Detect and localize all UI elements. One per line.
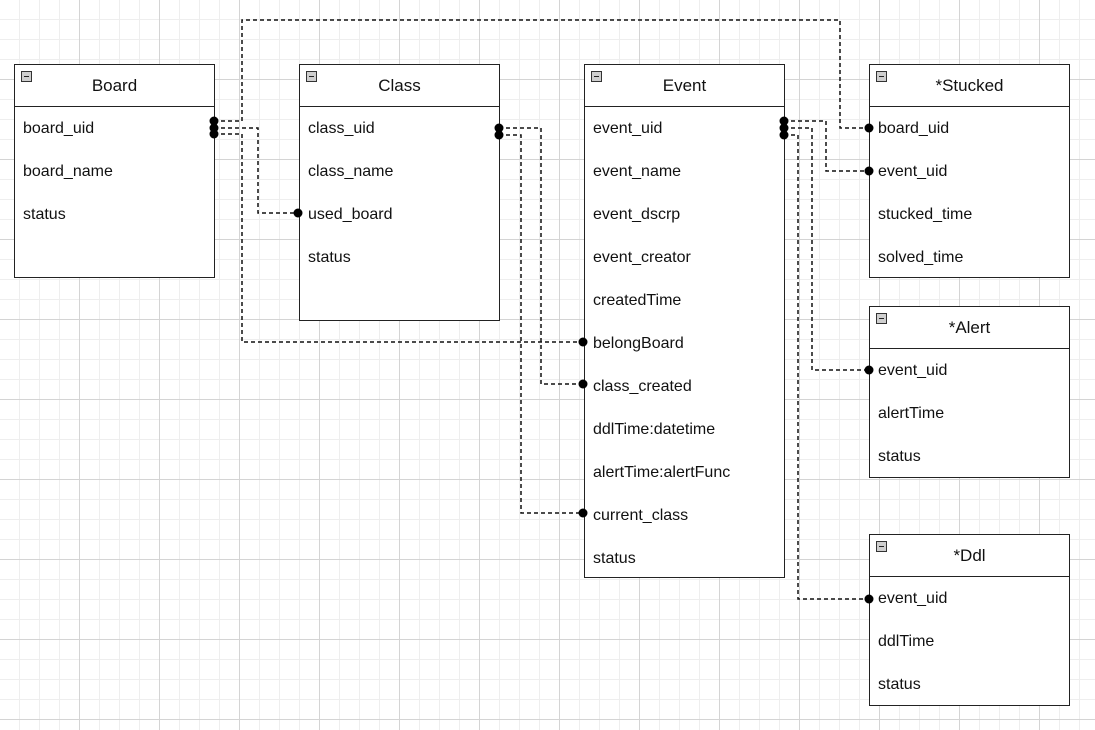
field-belong-board[interactable]: belongBoard <box>593 335 684 352</box>
relation-event-stucked[interactable] <box>779 116 874 176</box>
collapse-icon[interactable] <box>306 71 317 82</box>
relation-board-class[interactable] <box>209 123 303 218</box>
entity-ddl[interactable]: *Ddl event_uid ddlTime status <box>869 534 1070 706</box>
collapse-icon[interactable] <box>591 71 602 82</box>
field-alert-time[interactable]: alertTime:alertFunc <box>593 464 731 481</box>
relation-event-alert[interactable] <box>779 123 874 375</box>
collapse-icon[interactable] <box>876 541 887 552</box>
field-stucked-time[interactable]: stucked_time <box>878 206 973 223</box>
relation-event-ddl[interactable] <box>779 130 874 604</box>
field-event-dscrp[interactable]: event_dscrp <box>593 206 681 223</box>
field-status[interactable]: status <box>878 676 921 693</box>
entity-header: Class <box>300 65 499 107</box>
field-event-name[interactable]: event_name <box>593 163 682 180</box>
collapse-icon[interactable] <box>21 71 32 82</box>
field-class-uid[interactable]: class_uid <box>308 120 375 137</box>
field-board-uid[interactable]: board_uid <box>878 120 950 137</box>
entity-header: *Alert <box>870 307 1069 349</box>
entity-class[interactable]: Class class_uid class_name used_board st… <box>299 64 500 321</box>
relation-class-event-current[interactable] <box>494 130 588 518</box>
field-current-class[interactable]: current_class <box>593 507 689 524</box>
entity-stucked[interactable]: *Stucked board_uid event_uid stucked_tim… <box>869 64 1070 278</box>
relation-class-event-created[interactable] <box>494 123 588 389</box>
entity-title: Event <box>662 75 707 95</box>
collapse-icon[interactable] <box>876 71 887 82</box>
field-class-created[interactable]: class_created <box>593 378 692 395</box>
field-board-name[interactable]: board_name <box>23 163 113 180</box>
entity-header: Event <box>585 65 784 107</box>
field-event-uid[interactable]: event_uid <box>878 163 948 180</box>
field-event-uid[interactable]: event_uid <box>593 120 663 137</box>
entity-title: *Alert <box>948 317 991 337</box>
entity-title: Class <box>378 75 421 95</box>
field-created-time[interactable]: createdTime <box>593 292 682 309</box>
field-alert-time[interactable]: alertTime <box>878 405 945 422</box>
entity-event[interactable]: Event event_uid event_name event_dscrp e… <box>584 64 785 578</box>
entity-title: Board <box>91 75 138 95</box>
field-status[interactable]: status <box>308 249 351 266</box>
field-class-name[interactable]: class_name <box>308 163 394 180</box>
field-status[interactable]: status <box>593 550 636 567</box>
field-ddl-time[interactable]: ddlTime:datetime <box>593 421 716 438</box>
entity-header: Board <box>15 65 214 107</box>
field-solved-time[interactable]: solved_time <box>878 249 964 266</box>
field-event-uid[interactable]: event_uid <box>878 590 948 607</box>
field-board-uid[interactable]: board_uid <box>23 120 95 137</box>
field-ddl-time[interactable]: ddlTime <box>878 633 935 650</box>
entity-board[interactable]: Board board_uid board_name status <box>14 64 215 278</box>
entity-header: *Stucked <box>870 65 1069 107</box>
field-status[interactable]: status <box>23 206 66 223</box>
entity-title: *Ddl <box>953 545 986 565</box>
field-event-uid[interactable]: event_uid <box>878 362 948 379</box>
field-event-creator[interactable]: event_creator <box>593 249 691 266</box>
field-status[interactable]: status <box>878 448 921 465</box>
entity-title: *Stucked <box>935 75 1004 95</box>
entity-alert[interactable]: *Alert event_uid alertTime status <box>869 306 1070 478</box>
collapse-icon[interactable] <box>876 313 887 324</box>
entity-header: *Ddl <box>870 535 1069 577</box>
field-used-board[interactable]: used_board <box>308 206 393 223</box>
